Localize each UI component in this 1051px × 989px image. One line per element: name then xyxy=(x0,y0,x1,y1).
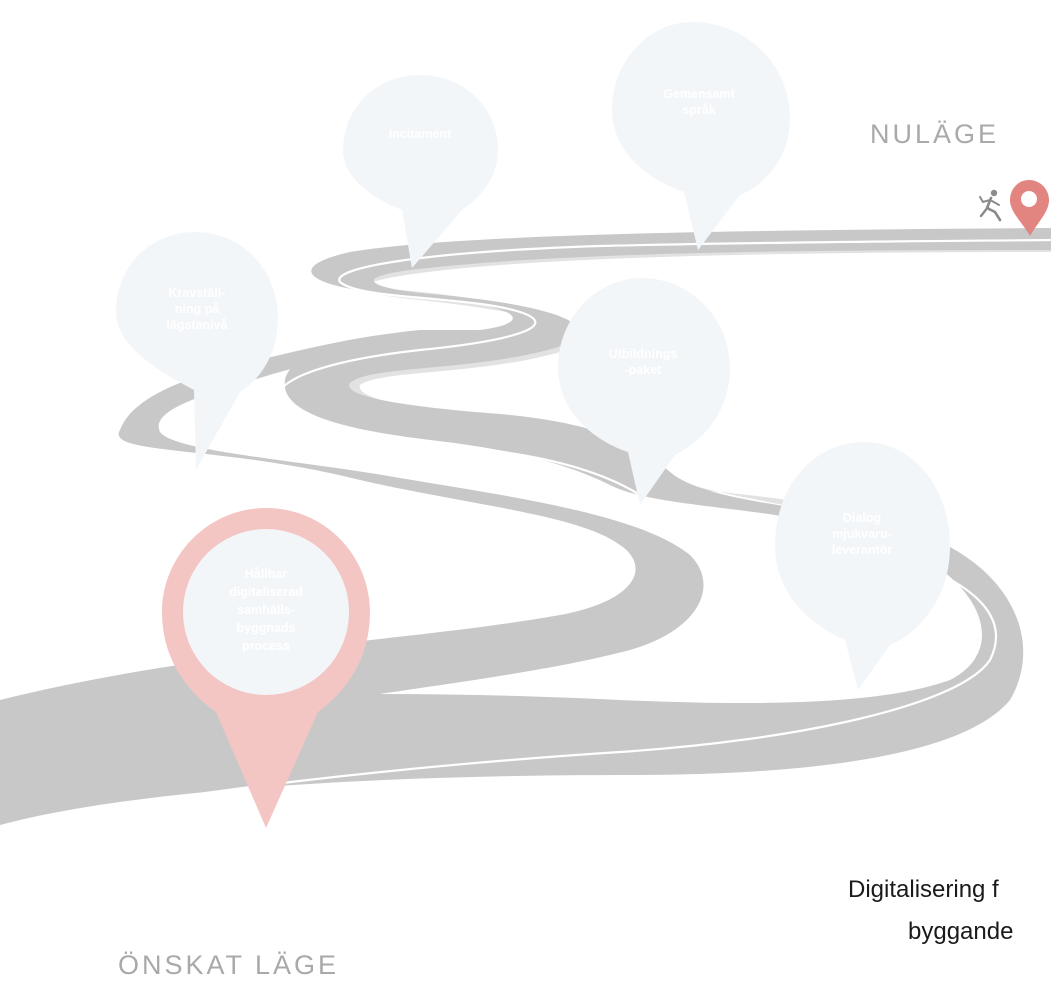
label-nulage: NULÄGE xyxy=(870,119,1000,149)
pin-hallbar-label-2: digitaliserad xyxy=(229,585,303,599)
pin-incitament: Incitament xyxy=(343,75,498,268)
pin-dialog-label-2: mjukvaru- xyxy=(832,527,892,541)
pin-hallbar-label-4: byggnads xyxy=(236,621,295,635)
pin-hallbar-highlight: Hållbar digitaliserad samhälls- byggnads… xyxy=(162,508,370,828)
pin-dialog: Dialog mjukvaru- leverantör xyxy=(775,442,950,690)
pin-dialog-label-1: Dialog xyxy=(843,511,881,525)
pin-dialog-label-3: leverantör xyxy=(832,543,893,557)
pin-gemensamt-label-1: Gemensamt xyxy=(663,87,735,101)
caption-line-1: Digitalisering f xyxy=(848,876,999,903)
pin-hallbar-inner xyxy=(183,529,349,695)
pin-hallbar-label-3: samhälls- xyxy=(237,603,295,617)
pin-krav-label-2: ning på xyxy=(175,302,219,316)
label-onskat-lage: ÖNSKAT LÄGE xyxy=(118,950,340,980)
pin-gemensamt-label-2: språk xyxy=(682,103,715,117)
pin-utbildning-label-2: -paket xyxy=(625,363,663,377)
road-center-line xyxy=(0,238,1051,830)
pin-hallbar-label-1: Hållbar xyxy=(245,567,288,581)
pin-utbildning-label-1: Utbildnings xyxy=(609,347,678,361)
road-end xyxy=(345,230,1051,262)
pin-incitament-label: Incitament xyxy=(389,127,452,141)
pin-gemensamt-sprak: Gemensamt språk xyxy=(612,22,790,250)
pin-hallbar-label-5: process xyxy=(242,639,290,653)
caption-line-2: byggande xyxy=(908,918,1014,945)
pin-kravstallning: Kravställ- ning på lägstanivå xyxy=(116,232,278,470)
pin-krav-label-3: lägstanivå xyxy=(166,318,227,332)
road-lower xyxy=(0,330,704,770)
location-marker-icon xyxy=(1010,180,1049,236)
runner-icon xyxy=(979,189,1002,222)
pin-krav-label-1: Kravställ- xyxy=(169,286,226,300)
pin-utbildningspaket: Utbildnings -paket xyxy=(558,278,730,505)
